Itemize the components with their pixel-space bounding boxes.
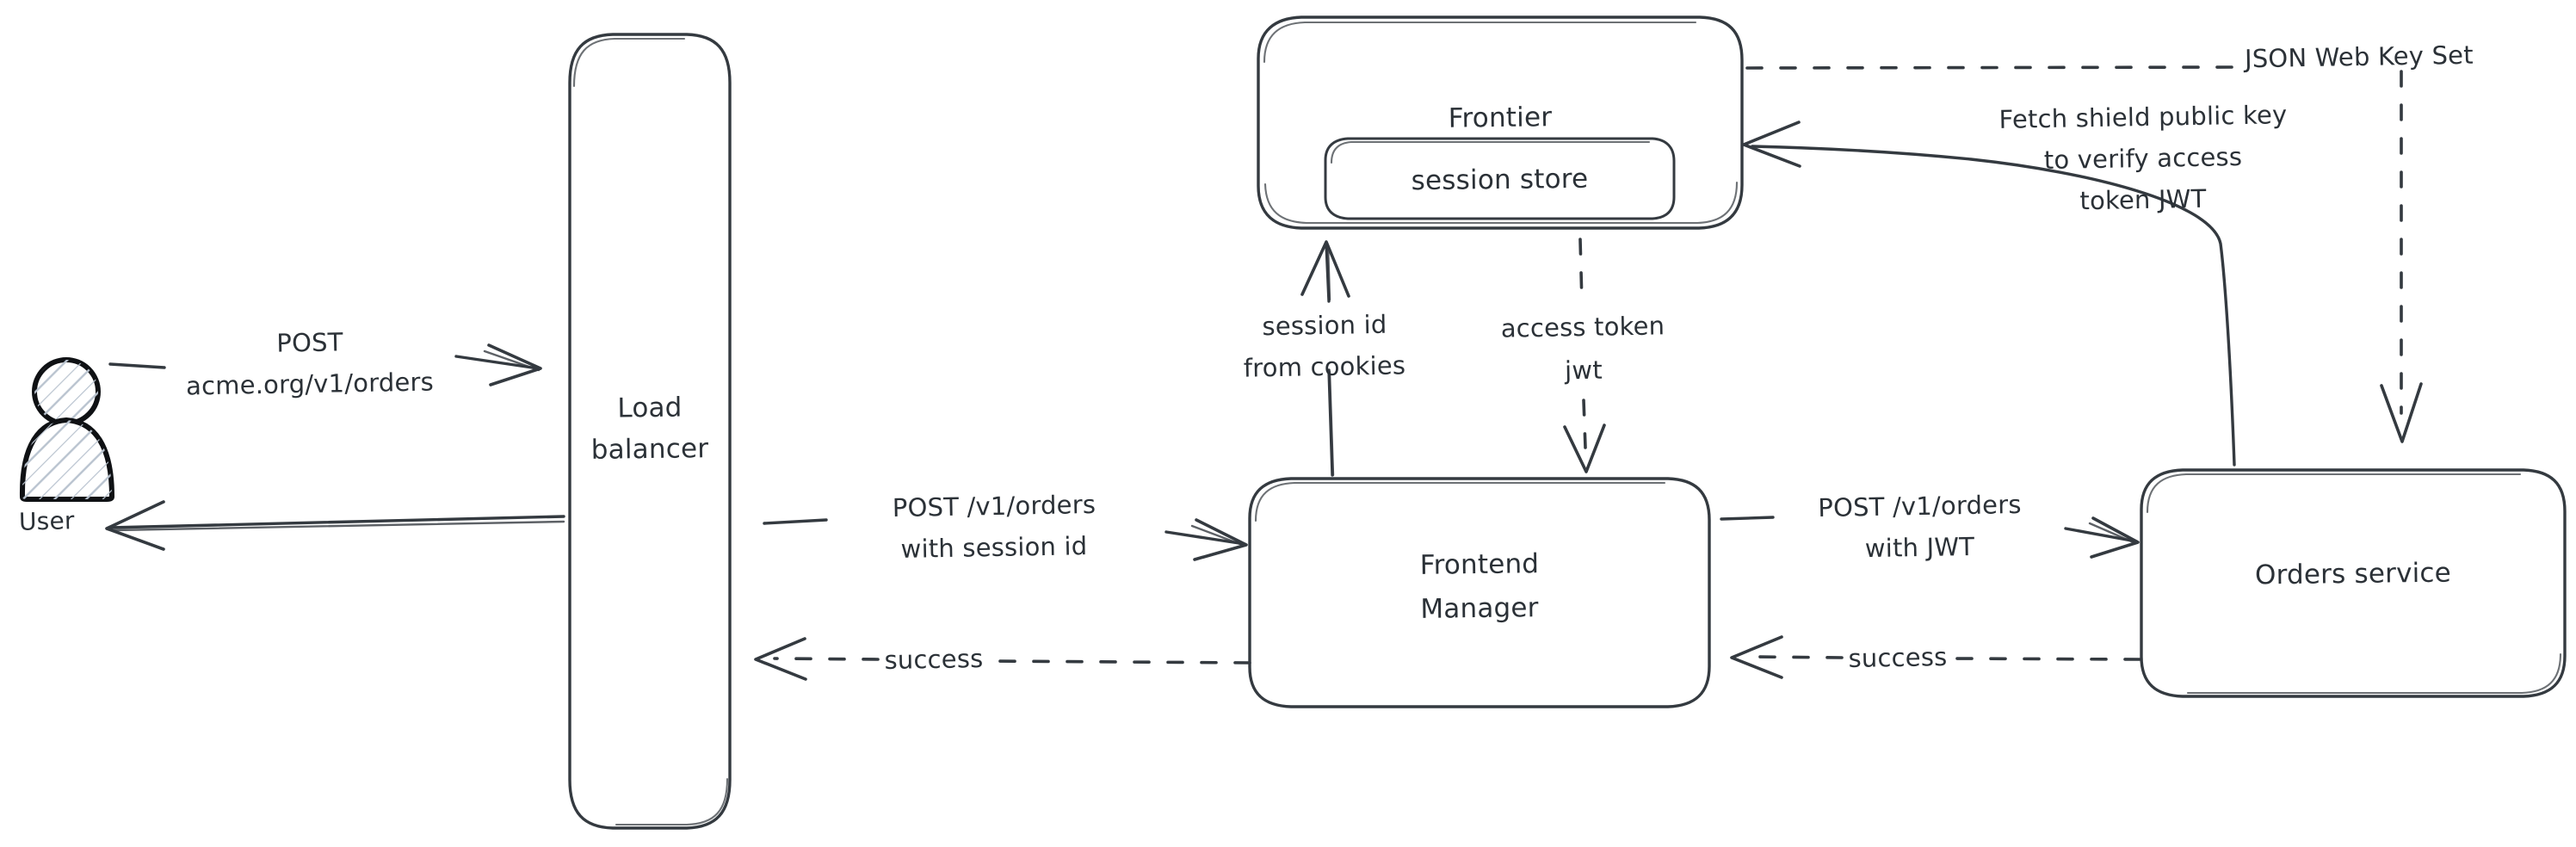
edge-lb-to-user <box>105 500 565 551</box>
edge-frontier-to-orders-jwks <box>1745 65 2423 443</box>
edge-user-to-lb <box>108 343 542 386</box>
node-orders-service[interactable] <box>2140 468 2567 698</box>
edge-label-orders-to-fm-success: success <box>1848 642 1948 673</box>
edge-label-fm-to-lb-success: success <box>884 644 984 675</box>
edge-label-access-token-line1: access token <box>1500 311 1665 343</box>
edge-frontier-to-fm-token <box>1563 238 1606 473</box>
edge-label-user-to-lb-line1: POST <box>276 327 343 358</box>
node-session-store[interactable] <box>1324 137 1676 220</box>
user-actor <box>19 357 114 502</box>
node-label-session-store: session store <box>1411 163 1589 197</box>
node-label-frontend-manager-line2: Manager <box>1420 592 1539 625</box>
edge-label-lb-to-fm-line1: POST /v1/orders <box>892 489 1096 523</box>
edge-label-session-id-line2: from cookies <box>1243 350 1406 383</box>
user-label: User <box>18 506 76 536</box>
edge-orders-to-frontier-fetch <box>1742 121 2236 467</box>
edge-label-user-to-lb-line2: acme.org/v1/orders <box>185 367 435 401</box>
node-label-frontend-manager-line1: Frontend <box>1419 548 1540 581</box>
edge-fm-to-orders <box>1720 516 2140 559</box>
edge-label-lb-to-fm-line2: with session id <box>900 531 1088 564</box>
edge-label-jwks: JSON Web Key Set <box>2244 40 2474 74</box>
node-label-load-balancer-line1: Load <box>617 392 683 424</box>
node-label-load-balancer-line2: balancer <box>590 433 709 466</box>
node-load-balancer[interactable] <box>568 33 732 830</box>
edge-orders-to-fm-success <box>1730 635 2141 679</box>
person-icon-body-fill <box>22 420 112 499</box>
node-label-frontier: Frontier <box>1448 102 1553 134</box>
edge-label-fm-to-orders-line1: POST /v1/orders <box>1818 489 2022 523</box>
node-label-orders-service: Orders service <box>2254 557 2452 591</box>
edge-label-fm-to-orders-line2: with JWT <box>1864 531 1975 564</box>
edge-fm-to-frontier-session <box>1300 240 1350 477</box>
edge-fm-to-lb-success <box>754 637 1251 681</box>
edge-label-session-id-line1: session id <box>1262 309 1387 342</box>
node-frontend-manager[interactable] <box>1248 477 1711 708</box>
edge-lb-to-fm <box>763 518 1248 561</box>
edge-label-access-token-line2: jwt <box>1564 355 1603 386</box>
person-icon-head-fill <box>34 360 98 424</box>
